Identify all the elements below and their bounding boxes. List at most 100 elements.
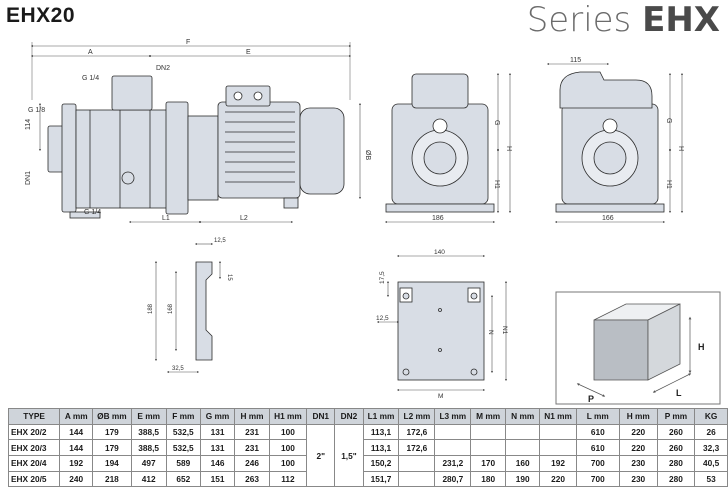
dim-A: A xyxy=(88,49,93,56)
table-cell: 179 xyxy=(92,439,132,457)
table-cell: 231,2 xyxy=(434,455,472,472)
table-cell: 113,1 xyxy=(362,439,400,457)
base-dim-N1: N1 xyxy=(501,326,508,335)
table-cell: 100 xyxy=(268,455,308,472)
table-cell: 388,5 xyxy=(130,439,167,457)
bracket-labels: 12,5 15 188 168 32,5 xyxy=(148,238,232,372)
table-cell: 172,6 xyxy=(398,423,436,441)
table-cell: 192 xyxy=(539,455,577,472)
table-cell: 610 xyxy=(575,423,620,441)
table-cell: 230 xyxy=(618,455,658,472)
table-cell: 170 xyxy=(470,455,507,472)
table-cell: 280 xyxy=(656,470,696,488)
dim-G-left: G 1/8 xyxy=(28,107,45,114)
side-view-pump xyxy=(30,42,362,224)
table-cell xyxy=(470,423,507,441)
table-cell: 32,3 xyxy=(694,439,728,457)
table-cell: 260 xyxy=(656,439,696,457)
table-cell: 218 xyxy=(92,470,132,488)
table-cell: 53 xyxy=(694,470,728,488)
table-cell: 190 xyxy=(505,470,541,488)
table-header-cell: TYPE xyxy=(7,408,61,425)
table-cell: 532,5 xyxy=(165,423,201,441)
table-header-cell: L1 mm xyxy=(362,408,400,425)
packaging-box xyxy=(555,291,721,405)
bracket-dim-188: 188 xyxy=(148,303,154,314)
table-cell: 280,7 xyxy=(434,470,472,488)
table-cell: 179 xyxy=(92,423,132,441)
side-view-labels: F A E G 1/4 DN2 G 1/8 114 DN1 G 1/4 L1 L… xyxy=(25,39,371,222)
table-cell: 280 xyxy=(656,455,696,472)
table-cell xyxy=(434,423,472,441)
table-cell: 113,1 xyxy=(362,423,400,441)
front-dim-width: 186 xyxy=(432,215,444,222)
table-cell xyxy=(539,439,577,457)
series-title: Series EHX xyxy=(527,0,720,40)
table-header-cell: G mm xyxy=(199,408,236,425)
bracket-profile xyxy=(154,242,222,374)
table-cell: 220 xyxy=(618,439,658,457)
table-cell xyxy=(398,455,436,472)
box-dim-H: H xyxy=(698,342,705,352)
table-cell: EHX 20/3 xyxy=(7,439,61,457)
rear-dim-width: 166 xyxy=(602,215,614,222)
table-cell: 230 xyxy=(618,470,658,488)
table-header-cell: F mm xyxy=(165,408,201,425)
bracket-dim-12-5: 12,5 xyxy=(214,238,226,244)
table-cell: 240 xyxy=(59,470,94,488)
technical-drawings: F A E G 1/4 DN2 G 1/8 114 DN1 G 1/4 L1 L… xyxy=(25,39,721,405)
table-cell xyxy=(505,439,541,457)
table-header-cell: H mm xyxy=(234,408,270,425)
table-cell: 700 xyxy=(575,470,620,488)
table-cell: 131 xyxy=(199,423,236,441)
table-header-cell: M mm xyxy=(470,408,507,425)
front-view-pump xyxy=(384,72,512,224)
dim-F: F xyxy=(186,39,190,46)
rear-dim-top: 115 xyxy=(570,57,581,64)
table-cell: EHX 20/2 xyxy=(7,423,61,441)
table-cell: 180 xyxy=(470,470,507,488)
table-header-cell: DN2 xyxy=(334,408,364,425)
table-header-cell: DN1 xyxy=(306,408,336,425)
base-dim-N: N xyxy=(487,330,494,335)
table-cell xyxy=(505,423,541,441)
table-cell: EHX 20/4 xyxy=(7,455,61,472)
dim-114: 114 xyxy=(25,119,32,130)
bracket-dim-168: 168 xyxy=(168,303,174,314)
front-dim-H1: H1 xyxy=(493,180,500,189)
table-cell: 263 xyxy=(234,470,270,488)
rear-dim-H1: H1 xyxy=(665,180,672,189)
table-cell: 100 xyxy=(268,423,308,441)
front-dim-H: H xyxy=(505,146,512,151)
table-header-cell: N mm xyxy=(505,408,541,425)
table-cell: 40,5 xyxy=(694,455,728,472)
dim-DN1: DN1 xyxy=(25,171,32,185)
front-view-labels: G H H1 186 xyxy=(432,120,512,222)
table-cell: 26 xyxy=(694,423,728,441)
table-cell: 231 xyxy=(234,423,270,441)
table-header-cell: N1 mm xyxy=(539,408,577,425)
table-cell: 220 xyxy=(618,423,658,441)
table-cell: 700 xyxy=(575,455,620,472)
table-cell: 144 xyxy=(59,423,94,441)
table-cell: 100 xyxy=(268,439,308,457)
table-cell: 231 xyxy=(234,439,270,457)
dim-OB: ØB xyxy=(364,150,371,160)
table-header-cell: ØB mm xyxy=(92,408,132,425)
table-header-cell: A mm xyxy=(59,408,94,425)
table-cell: 246 xyxy=(234,455,270,472)
table-cell: 220 xyxy=(539,470,577,488)
table-cell: 146 xyxy=(199,455,236,472)
dim-E: E xyxy=(246,49,251,56)
table-cell: 151 xyxy=(199,470,236,488)
table-cell xyxy=(470,439,507,457)
rear-dim-G: G xyxy=(665,118,672,123)
table-cell: EHX 20/5 xyxy=(7,470,61,488)
base-dim-17-5: 17,5 xyxy=(379,271,386,284)
table-cell: 112 xyxy=(268,470,308,488)
dim-L1: L1 xyxy=(162,215,170,222)
box-dim-L: L xyxy=(676,388,682,398)
